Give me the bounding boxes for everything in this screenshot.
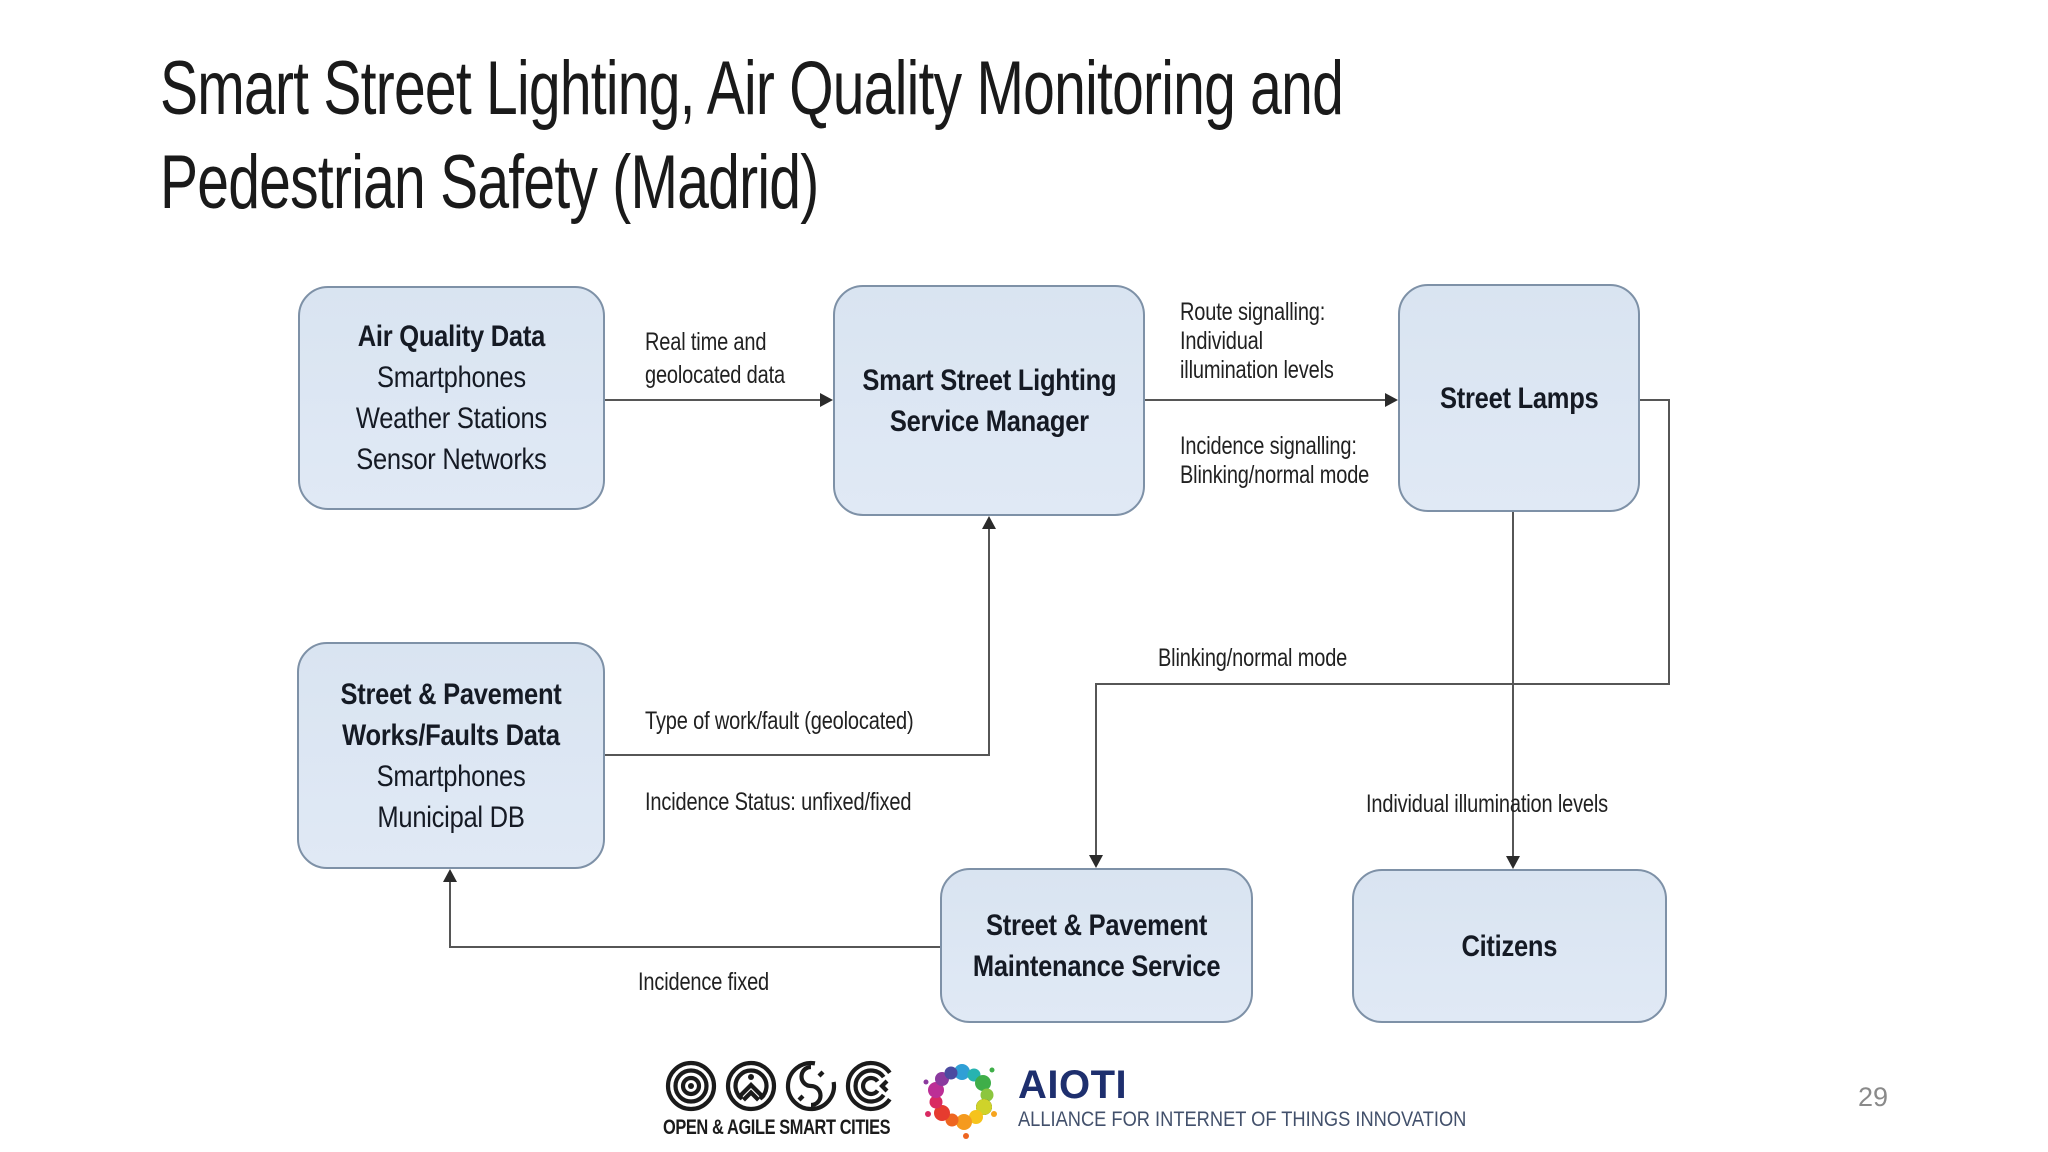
edge-lamps-to-maintenance-v1 [1668,399,1670,685]
node-maintenance-service: Street & Pavement Maintenance Service [940,868,1253,1023]
aioti-tagline: ALLIANCE FOR INTERNET OF THINGS INNOVATI… [1018,1108,1467,1131]
edge-works-to-manager-h [605,754,990,756]
node-air-quality-data: Air Quality Data Smartphones Weather Sta… [298,286,605,510]
arrowhead-down-icon [1506,856,1520,869]
node-item: Smartphones [376,759,526,793]
node-content: Street Lamps [1439,378,1599,419]
edge-lamps-to-maintenance-h1 [1640,399,1670,401]
oasc-o-icon [665,1060,717,1112]
node-street-lamps: Street Lamps [1398,284,1640,512]
edge-lamps-to-maintenance-v2 [1095,683,1097,855]
node-title: Air Quality Data [357,320,546,353]
node-title: Citizens [1461,929,1558,963]
edge-label-incidence-fixed: Incidence fixed [638,968,770,996]
node-item: Municipal DB [377,800,525,834]
edge-works-to-manager-v [988,529,990,756]
arrowhead-down-icon [1089,855,1103,868]
node-title: Street Lamps [1439,381,1599,415]
edge-label-individual-illumination: Individual illumination levels [1366,790,1608,818]
oasc-c-icon [845,1060,892,1112]
edge-label-incidence-signalling: Incidence signalling: Blinking/normal mo… [1180,432,1370,489]
edge-label-type-of-work: Type of work/fault (geolocated) [645,707,914,735]
node-item: Sensor Networks [356,443,547,476]
node-citizens: Citizens [1352,869,1667,1023]
oasc-a-icon [725,1060,777,1112]
edge-label-real-time: Real time and geolocated data [645,328,785,389]
edge-lamps-to-maintenance-h2 [1095,683,1670,685]
arrowhead-up-icon [443,869,457,882]
aioti-logo: AIOTI ALLIANCE FOR INTERNET OF THINGS IN… [920,1056,1533,1144]
edge-lamps-to-citizens [1512,512,1514,856]
edge-maintenance-to-works-v [449,882,451,948]
edge-label-blinking-normal: Blinking/normal mode [1158,644,1348,672]
aioti-name: AIOTI [1018,1063,1128,1107]
arrowhead-right-icon [820,393,833,407]
node-content: Air Quality Data Smartphones Weather Sta… [356,316,547,480]
node-content: Smart Street Lighting Service Manager [862,360,1116,442]
edge-label-route-signalling: Route signalling: Individual illuminatio… [1180,298,1334,384]
oasc-logo-icon [663,1058,954,1114]
oasc-logo: OPEN & AGILE SMART CITIES [663,1058,954,1138]
oasc-s-icon [785,1060,837,1112]
aioti-text-block: AIOTI ALLIANCE FOR INTERNET OF THINGS IN… [1018,1056,1533,1144]
node-title: Street & Pavement Works/Faults Data [340,677,562,752]
edge-label-incidence-status: Incidence Status: unfixed/fixed [645,788,912,816]
node-content: Citizens [1462,926,1558,967]
node-title: Street & Pavement Maintenance Service [972,908,1221,983]
slide-title: Smart Street Lighting, Air Quality Monit… [160,46,1344,225]
node-content: Street & Pavement Maintenance Service [972,905,1221,987]
node-item: Smartphones [377,361,526,394]
arrowhead-right-icon [1385,393,1398,407]
node-item: Weather Stations [355,402,548,435]
page-number: 29 [1858,1082,1889,1112]
edge-airquality-to-manager [605,399,820,401]
edge-manager-to-lamps [1145,399,1385,401]
edge-maintenance-to-works-h [449,946,940,948]
arrowhead-up-icon [982,516,996,529]
aioti-splash-icon [923,1064,997,1139]
oasc-caption: OPEN & AGILE SMART CITIES [663,1116,891,1139]
node-works-faults-data: Street & Pavement Works/Faults Data Smar… [297,642,605,869]
node-content: Street & Pavement Works/Faults Data Smar… [340,674,561,838]
node-title: Smart Street Lighting Service Manager [862,363,1116,438]
node-service-manager: Smart Street Lighting Service Manager [833,285,1145,516]
